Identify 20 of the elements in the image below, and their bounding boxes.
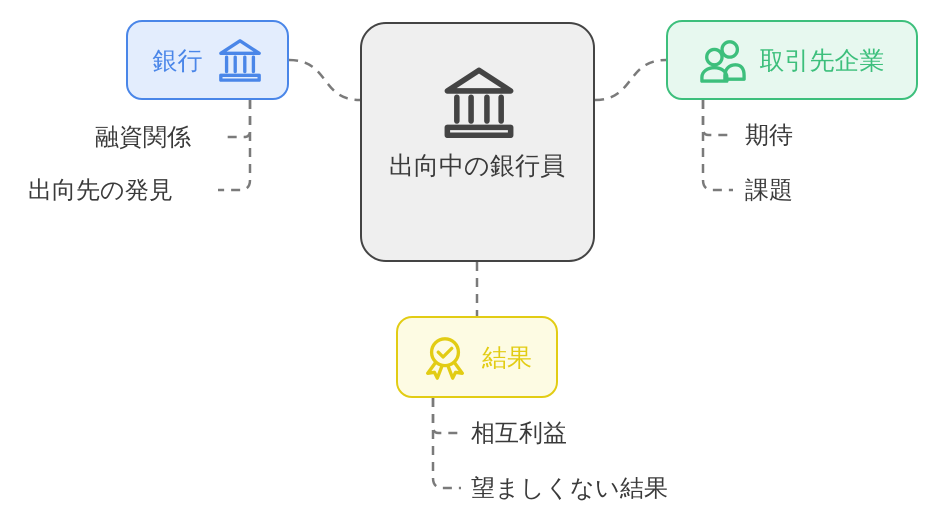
box-label: 結果	[482, 342, 532, 374]
connector	[476, 262, 478, 316]
box-label: 銀行	[152, 44, 202, 76]
central-label: 出向中の銀行員	[388, 150, 566, 182]
category-box	[126, 20, 289, 100]
branch-label: 課題	[745, 175, 793, 205]
branch-label: 期待	[745, 120, 793, 150]
central-box	[360, 22, 595, 262]
connector	[432, 398, 461, 490]
connector	[218, 100, 252, 192]
branch-label: 出向先の発見	[28, 175, 173, 205]
branch-label: 相互利益	[471, 418, 567, 448]
connector	[702, 100, 733, 192]
category-box	[396, 316, 558, 398]
branch-label: 融資関係	[95, 122, 191, 152]
connector	[594, 58, 666, 102]
branch-label: 望ましくない結果	[471, 473, 668, 503]
box-label: 取引先企業	[760, 44, 884, 76]
connector	[288, 58, 360, 102]
category-box	[666, 20, 918, 100]
